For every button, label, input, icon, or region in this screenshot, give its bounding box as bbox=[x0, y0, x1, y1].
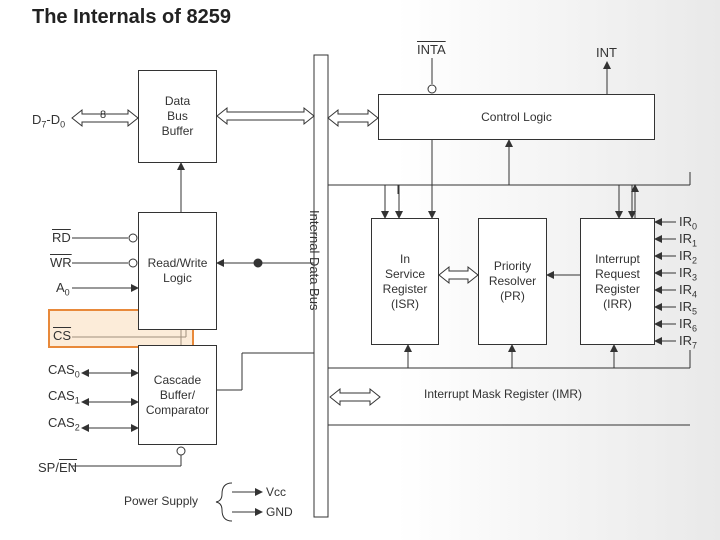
slide-title: The Internals of 8259 bbox=[32, 6, 231, 28]
internal-data-bus bbox=[313, 54, 329, 518]
ir-line-label: IR2 bbox=[679, 248, 698, 266]
imr-label: Interrupt Mask Register (IMR) bbox=[424, 387, 583, 401]
control-logic-block: Control Logic bbox=[378, 94, 655, 140]
power-supply-label: Power Supply bbox=[124, 494, 199, 508]
ir-line-label: IR4 bbox=[679, 282, 698, 300]
read-write-logic-block: Read/Write Logic bbox=[138, 212, 217, 330]
ir-line-label: IR3 bbox=[679, 265, 698, 283]
ir-line-label: IR5 bbox=[679, 299, 698, 317]
isr-pr-arrow bbox=[438, 265, 479, 285]
wr-label: WR bbox=[50, 255, 72, 270]
irr-block: Interrupt Request Register (IRR) bbox=[580, 218, 655, 345]
ir-input-arrows bbox=[654, 218, 676, 345]
ir-line-label: IR6 bbox=[679, 316, 698, 334]
cs-label: CS bbox=[53, 328, 72, 343]
rd-label: RD bbox=[52, 230, 71, 245]
buffer-bus-arrow bbox=[216, 106, 315, 126]
internal-bus-label: Internal Data Bus bbox=[307, 210, 322, 311]
cas2-label: CAS2 bbox=[48, 415, 80, 433]
gnd-label: GND bbox=[266, 505, 293, 519]
inta-label: INTA bbox=[417, 42, 446, 57]
ir-line-label: IR7 bbox=[679, 333, 698, 351]
vcc-label: Vcc bbox=[266, 485, 287, 499]
cas0-label: CAS0 bbox=[48, 362, 80, 380]
priority-resolver-block: Priority Resolver (PR) bbox=[478, 218, 547, 345]
cascade-buffer-block: Cascade Buffer/ Comparator bbox=[138, 345, 217, 445]
ir-line-label: IR0 bbox=[679, 214, 698, 232]
isr-block: In Service Register (ISR) bbox=[371, 218, 439, 345]
data-lines-label: D7-D0 bbox=[32, 112, 66, 130]
int-label: INT bbox=[596, 45, 617, 60]
data-bus-buffer-block: Data Bus Buffer bbox=[138, 70, 217, 163]
a0-label: A0 bbox=[56, 280, 70, 298]
cas1-label: CAS1 bbox=[48, 388, 80, 406]
bus-width-label: 8 bbox=[100, 109, 107, 121]
bus-imr-arrow bbox=[329, 387, 381, 407]
sp-en-label: SP/EN bbox=[38, 460, 78, 475]
ir-line-label: IR1 bbox=[679, 231, 698, 249]
bus-control-arrow bbox=[327, 108, 379, 128]
